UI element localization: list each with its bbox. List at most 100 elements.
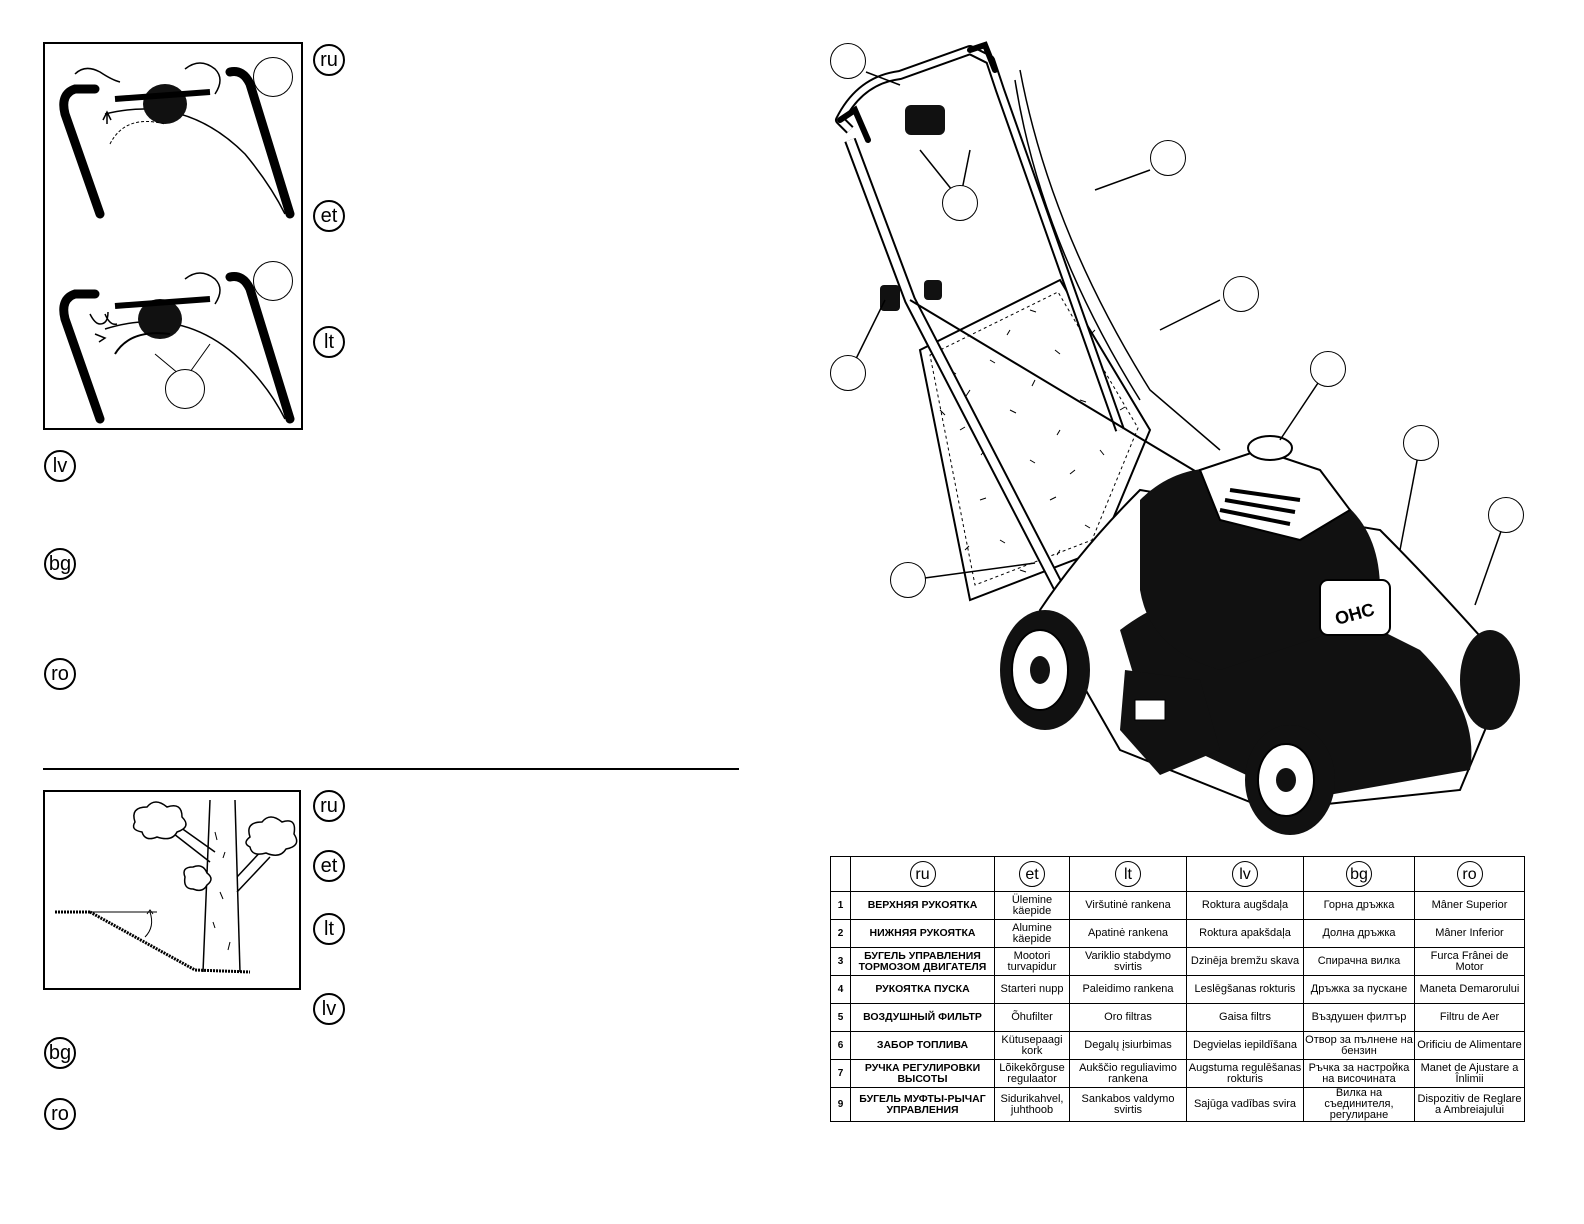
part-name-ru: ВЕРХНЯЯ РУКОЯТКА [850, 891, 995, 920]
header-lang-lv: lv [1232, 861, 1258, 887]
part-name-bg: Долна дръжка [1303, 919, 1415, 948]
lang-marker-bg-2: bg [44, 1037, 76, 1069]
part-name-lt: Aukščio reguliavimo rankena [1069, 1059, 1187, 1088]
lang-marker-et: et [313, 200, 345, 232]
part-name-bg: Вилка на съединителя, регулиране [1303, 1087, 1415, 1122]
parts-table: ru et lt lv bg ro 1 ВЕРХНЯЯ РУКОЯТКА Üle… [830, 856, 1525, 1122]
part-number: 2 [830, 919, 851, 948]
part-number: 4 [830, 975, 851, 1004]
part-name-lt: Sankabos valdymo svirtis [1069, 1087, 1187, 1122]
handle-brake-illustration [59, 62, 295, 424]
part-name-ru: ВОЗДУШНЫЙ ФИЛЬТР [850, 1003, 995, 1032]
part-name-ru: БУГЕЛЬ МУФТЫ-РЫЧАГ УПРАВЛЕНИЯ [850, 1087, 995, 1122]
part-name-et: Ülemine käepide [994, 891, 1070, 920]
part-name-et: Õhufilter [994, 1003, 1070, 1032]
handle-illustration-frame [43, 42, 303, 430]
mower-callout-air-filter [1310, 351, 1346, 387]
lang-marker-ru: ru [313, 44, 345, 76]
mower-callout-fuel [1403, 425, 1439, 461]
part-name-lv: Dzinēja bremžu skava [1186, 947, 1304, 976]
lang-marker-et-2: et [313, 850, 345, 882]
header-lang-ru: ru [909, 861, 936, 887]
part-name-lt: Paleidimo rankena [1069, 975, 1187, 1004]
part-name-ro: Dispozitiv de Reglare a Ambreiajului [1414, 1087, 1525, 1122]
table-row: 6 ЗАБОР ТОПЛИВА Kütusepaagi kork Degalų … [830, 1031, 1525, 1060]
part-name-ru: БУГЕЛЬ УПРАВЛЕНИЯ ТОРМОЗОМ ДВИГАТЕЛЯ [850, 947, 995, 976]
part-name-ro: Manet de Ajustare a Înlimii [1414, 1059, 1525, 1088]
part-number: 6 [830, 1031, 851, 1060]
mower-callout-knob [830, 355, 866, 391]
mower-callout-lower-handle [1150, 140, 1186, 176]
part-number: 9 [830, 1087, 851, 1122]
table-row: 7 РУЧКА РЕГУЛИРОВКИ ВЫСОТЫ Lõikekõrguse … [830, 1059, 1525, 1088]
header-lang-bg: bg [1346, 861, 1372, 887]
slope-illustration-frame [43, 790, 301, 990]
part-name-ro: Orificiu de Alimentare [1414, 1031, 1525, 1060]
part-number: 1 [830, 891, 851, 920]
part-name-bg: Дръжка за пускане [1303, 975, 1415, 1004]
part-name-lv: Leslēgšanas rokturis [1186, 975, 1304, 1004]
part-name-lv: Augstuma regulēšanas rokturis [1186, 1059, 1304, 1088]
part-name-et: Alumine käepide [994, 919, 1070, 948]
callout-handle-lower [253, 261, 293, 301]
part-name-ru: РУЧКА РЕГУЛИРОВКИ ВЫСОТЫ [850, 1059, 995, 1088]
table-row: 1 ВЕРХНЯЯ РУКОЯТКА Ülemine käepide Viršu… [830, 891, 1525, 920]
lang-marker-lt-2: lt [313, 913, 345, 945]
header-lang-et: et [1019, 861, 1045, 887]
part-number: 7 [830, 1059, 851, 1088]
table-row: 2 НИЖНЯЯ РУКОЯТКА Alumine käepide Apatin… [830, 919, 1525, 948]
callout-handle-upper [253, 57, 293, 97]
part-name-et: Mootori turvapidur [994, 947, 1070, 976]
part-name-lv: Roktura apakšdaļa [1186, 919, 1304, 948]
lang-marker-bg: bg [44, 548, 76, 580]
part-name-lv: Roktura augšdaļa [1186, 891, 1304, 920]
part-name-et: Sidurikahvel, juhthoob [994, 1087, 1070, 1122]
part-name-lt: Viršutinė rankena [1069, 891, 1187, 920]
part-name-et: Lõikekõrguse regulaator [994, 1059, 1070, 1088]
part-name-lt: Apatinė rankena [1069, 919, 1187, 948]
callout-handle-lever [165, 369, 205, 409]
mower-callout-brake-bail [942, 185, 978, 221]
table-row: 9 БУГЕЛЬ МУФТЫ-РЫЧАГ УПРАВЛЕНИЯ Sidurika… [830, 1087, 1525, 1122]
table-row: 3 БУГЕЛЬ УПРАВЛЕНИЯ ТОРМОЗОМ ДВИГАТЕЛЯ M… [830, 947, 1525, 976]
part-name-ru: НИЖНЯЯ РУКОЯТКА [850, 919, 995, 948]
part-name-lv: Sajūga vadības svira [1186, 1087, 1304, 1122]
mower-callout-starter [1223, 276, 1259, 312]
lang-marker-lt: lt [313, 326, 345, 358]
part-name-bg: Горна дръжка [1303, 891, 1415, 920]
part-name-ru: ЗАБОР ТОПЛИВА [850, 1031, 995, 1060]
lang-marker-ro-2: ro [44, 1098, 76, 1130]
part-name-lv: Gaisa filtrs [1186, 1003, 1304, 1032]
part-name-ro: Maneta Demarorului [1414, 975, 1525, 1004]
part-number: 5 [830, 1003, 851, 1032]
part-name-bg: Отвор за пълнене на бензин [1303, 1031, 1415, 1060]
part-name-ro: Furca Frânei de Motor [1414, 947, 1525, 976]
parts-table-header: ru et lt lv bg ro [830, 856, 1525, 892]
section-divider [43, 768, 739, 770]
mower-callout-upper-handle [830, 43, 866, 79]
part-name-ro: Mâner Inferior [1414, 919, 1525, 948]
part-name-lv: Degvielas iepildīšana [1186, 1031, 1304, 1060]
part-name-bg: Спирачна вилка [1303, 947, 1415, 976]
slope-tree-illustration [55, 799, 298, 974]
part-name-lt: Degalų įsiurbimas [1069, 1031, 1187, 1060]
part-name-ro: Filtru de Aer [1414, 1003, 1525, 1032]
table-row: 4 РУКОЯТКА ПУСКА Starteri nupp Paleidimo… [830, 975, 1525, 1004]
lang-marker-lv-2: lv [313, 993, 345, 1025]
lawn-mower-illustration: OHC [835, 41, 1520, 835]
part-name-lt: Variklio stabdymo svirtis [1069, 947, 1187, 976]
table-row: 5 ВОЗДУШНЫЙ ФИЛЬТР Õhufilter Oro filtras… [830, 1003, 1525, 1032]
part-name-lt: Oro filtras [1069, 1003, 1187, 1032]
part-name-ro: Mâner Superior [1414, 891, 1525, 920]
part-number: 3 [830, 947, 851, 976]
part-name-bg: Ръчка за настройка на височината [1303, 1059, 1415, 1088]
mower-callout-height [1488, 497, 1524, 533]
lang-marker-lv: lv [44, 450, 76, 482]
part-name-bg: Въздушен филтър [1303, 1003, 1415, 1032]
header-lang-ro: ro [1456, 861, 1483, 887]
mower-callout-clutch [890, 562, 926, 598]
lang-marker-ru-2: ru [313, 790, 345, 822]
header-lang-lt: lt [1115, 861, 1141, 887]
part-name-et: Starteri nupp [994, 975, 1070, 1004]
part-name-ru: РУКОЯТКА ПУСКА [850, 975, 995, 1004]
